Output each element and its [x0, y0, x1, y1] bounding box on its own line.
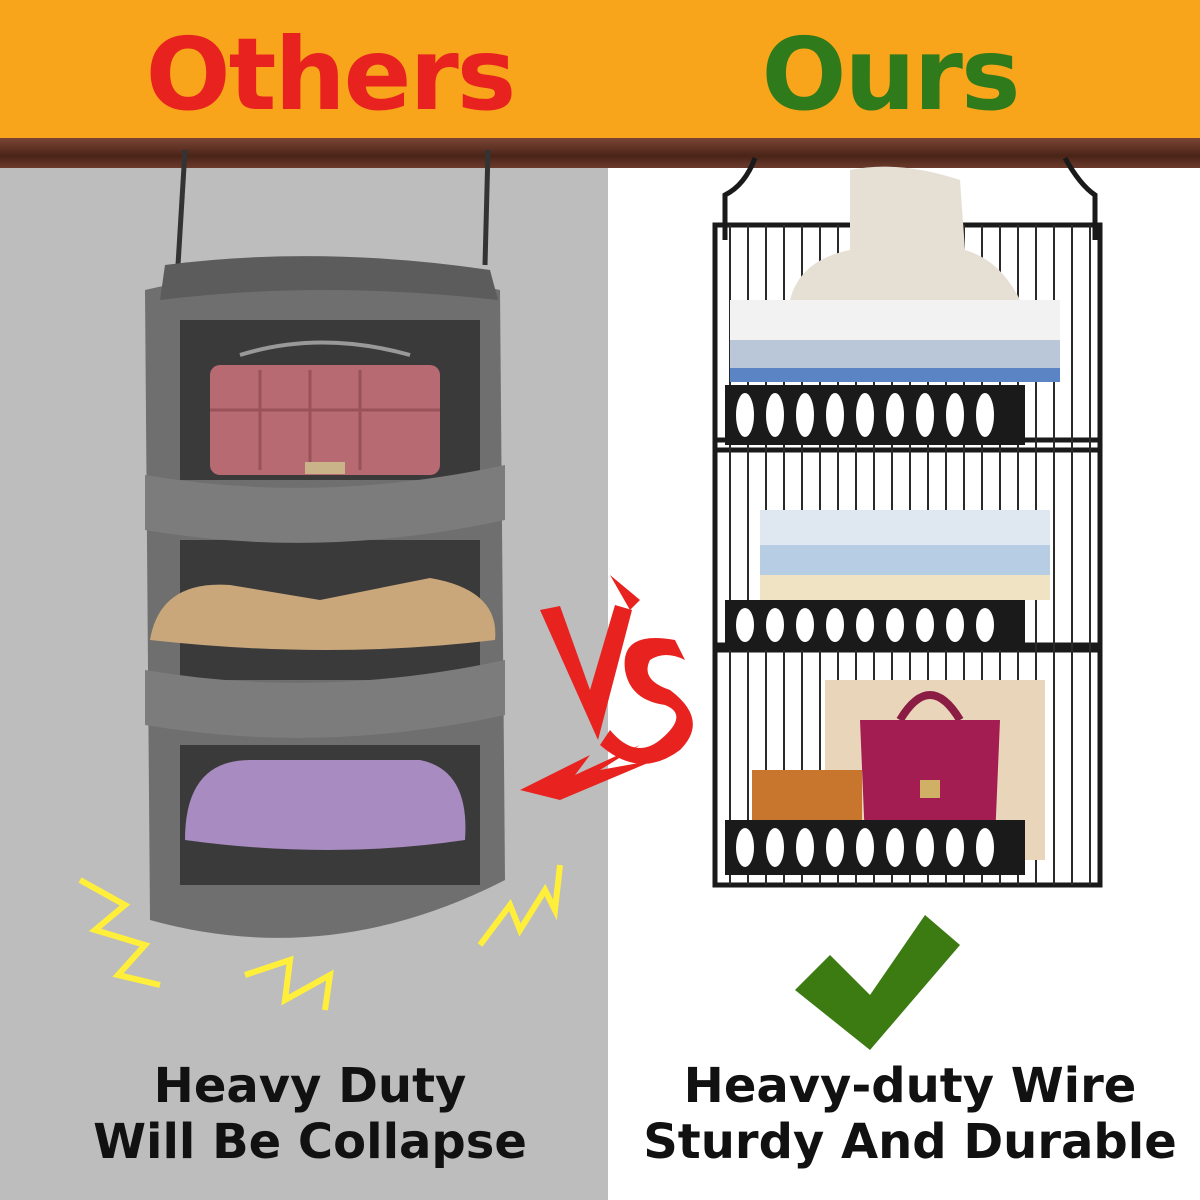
checkmark-icon [795, 915, 960, 1050]
folded-sweater [150, 578, 496, 650]
magenta-handbag [860, 691, 1000, 840]
folded-purple-shirt [185, 760, 466, 850]
ours-caption-line1: Heavy-duty Wire [683, 1058, 1137, 1114]
others-caption-line2: Will Be Collapse [93, 1114, 527, 1170]
shake-lines-icon [78, 864, 563, 1011]
folded-striped-shirts [760, 510, 1050, 545]
hat-form [790, 166, 1020, 300]
others-heading: Others [145, 16, 517, 133]
folded-white-shirts [730, 300, 1060, 340]
closet-rod [0, 138, 1200, 168]
others-caption: Heavy Duty Will Be Collapse [40, 1058, 580, 1170]
ours-caption-line2: Sturdy And Durable [643, 1114, 1177, 1170]
pink-handbag [210, 340, 440, 475]
ours-heading: Ours [761, 16, 1020, 133]
ours-caption: Heavy-duty Wire Sturdy And Durable [620, 1058, 1200, 1170]
header-banner [0, 0, 1200, 145]
others-caption-line1: Heavy Duty [153, 1058, 467, 1114]
